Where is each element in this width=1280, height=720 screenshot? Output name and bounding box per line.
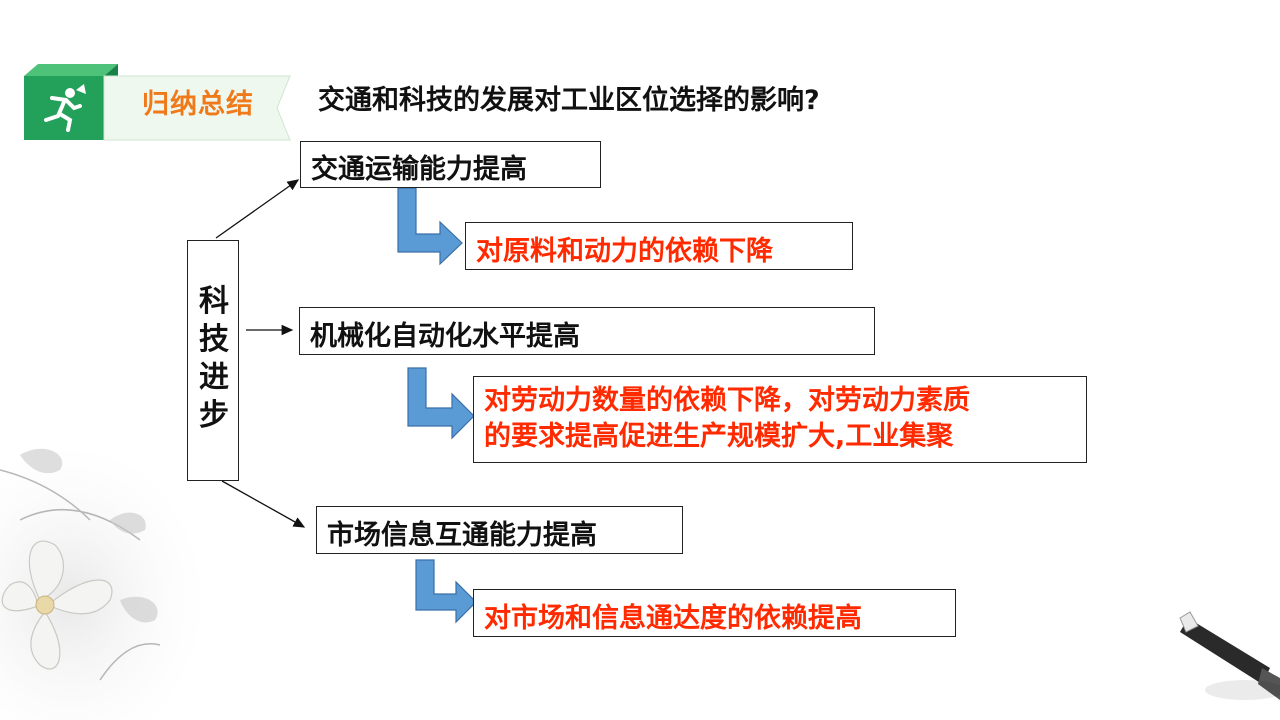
runner-icon — [44, 84, 86, 132]
cause-box-3: 市场信息互通能力提高 — [316, 506, 683, 554]
elbow-arrow-1 — [397, 187, 463, 266]
effect-box-3: 对市场和信息通达度的依赖提高 — [473, 589, 956, 637]
effect-label-3: 对市场和信息通达度的依赖提高 — [484, 603, 862, 634]
effect-label-2-line1: 对劳动力数量的依赖下降，对劳动力素质 — [484, 385, 970, 416]
elbow-arrow-2 — [407, 367, 475, 440]
elbow-arrow-3 — [415, 559, 477, 624]
section-badge: 归纳总结 — [22, 62, 297, 144]
effect-text-2: 对劳动力数量的依赖下降，对劳动力素质 的要求提高促进生产规模扩大,工业集聚 — [484, 383, 970, 455]
effect-label-2-line2: 的要求提高促进生产规模扩大,工业集聚 — [484, 421, 954, 452]
connector-bottom — [221, 480, 306, 528]
connector-top — [215, 179, 300, 239]
effect-box-1: 对原料和动力的依赖下降 — [465, 222, 853, 270]
cause-box-2: 机械化自动化水平提高 — [299, 307, 875, 355]
effect-box-2: 对劳动力数量的依赖下降，对劳动力素质 的要求提高促进生产规模扩大,工业集聚 — [473, 376, 1087, 463]
source-box: 科 技 进 步 — [187, 240, 239, 481]
badge-label: 归纳总结 — [142, 89, 254, 120]
effect-label-1: 对原料和动力的依赖下降 — [476, 236, 773, 267]
source-label: 科 技 进 步 — [199, 284, 229, 433]
cause-box-1: 交通运输能力提高 — [300, 141, 601, 188]
page-title: 交通和科技的发展对工业区位选择的影响? — [318, 85, 820, 116]
cause-label-3: 市场信息互通能力提高 — [327, 520, 597, 551]
cause-label-2: 机械化自动化水平提高 — [310, 321, 580, 352]
cause-label-1: 交通运输能力提高 — [311, 154, 527, 185]
